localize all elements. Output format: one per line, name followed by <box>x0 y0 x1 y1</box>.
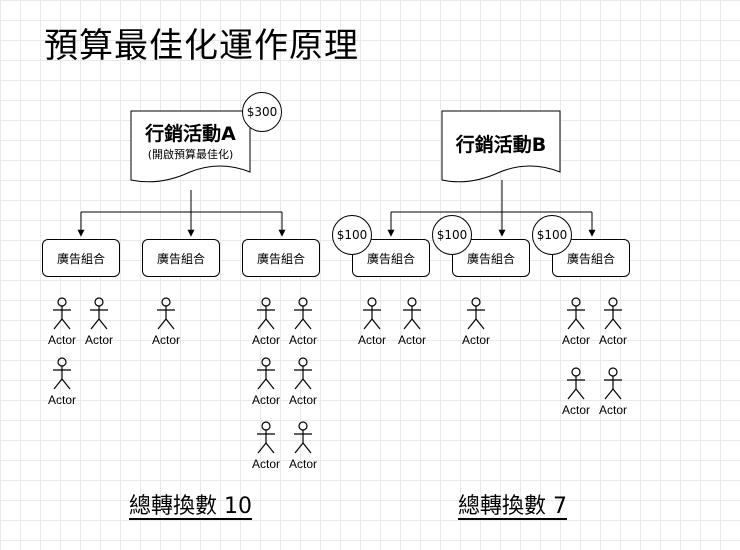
actor-figure: Actor <box>556 297 596 353</box>
campaign-a-adset-2: 廣告組合 <box>142 239 220 277</box>
campaign-a-label: 行銷活動A <box>145 123 236 145</box>
actor-label: Actor <box>461 333 490 347</box>
campaign-a-adset-1: 廣告組合 <box>42 239 120 277</box>
actor-figure: Actor <box>42 297 82 353</box>
actor-figure: Actor <box>392 297 432 353</box>
actor-label: Actor <box>84 333 113 347</box>
actor-figure: Actor <box>593 297 633 353</box>
actor-figure: Actor <box>246 357 286 413</box>
campaign-a-connectors <box>77 190 286 237</box>
actor-label: Actor <box>151 333 180 347</box>
campaign-b-shape <box>441 110 561 183</box>
actor-label: Actor <box>561 333 590 347</box>
campaign-b-label: 行銷活動B <box>455 134 547 156</box>
actor-figure: Actor <box>146 297 186 353</box>
campaign-b-connectors <box>387 180 596 237</box>
actor-label: Actor <box>598 403 627 417</box>
actor-label: Actor <box>561 403 590 417</box>
actor-label: Actor <box>288 393 317 407</box>
actor-figure: Actor <box>352 297 392 353</box>
campaign-a-sublabel: (開啟預算最佳化) <box>147 148 234 161</box>
campaign-a-adset-3: 廣告組合 <box>242 239 320 277</box>
actor-label: Actor <box>288 457 317 471</box>
campaign-b-adset-1-budget-badge: $100 <box>332 215 372 255</box>
actor-label: Actor <box>288 333 317 347</box>
actor-label: Actor <box>397 333 426 347</box>
actor-figure: Actor <box>42 357 82 413</box>
campaign-b-total-conversions: 總轉換數 7 <box>458 494 567 519</box>
campaign-b-adset-2: 廣告組合 <box>452 239 530 277</box>
actor-label: Actor <box>251 393 280 407</box>
actor-label: Actor <box>251 333 280 347</box>
actor-figure: Actor <box>79 297 119 353</box>
actor-label: Actor <box>357 333 386 347</box>
page-title: 預算最佳化運作原理 <box>44 26 359 66</box>
actor-label: Actor <box>47 393 76 407</box>
actor-label: Actor <box>251 457 280 471</box>
campaign-a-budget-badge: $300 <box>242 92 282 132</box>
campaign-a-total-conversions: 總轉換數 10 <box>129 494 252 519</box>
actor-figure: Actor <box>283 297 323 353</box>
actor-figure: Actor <box>246 421 286 477</box>
campaign-b-adset-3: 廣告組合 <box>552 239 630 277</box>
campaign-b-adset-2-budget-badge: $100 <box>432 215 472 255</box>
actor-figure: Actor <box>556 367 596 423</box>
actor-figure: Actor <box>283 357 323 413</box>
campaign-b-adset-3-budget-badge: $100 <box>532 215 572 255</box>
actor-label: Actor <box>598 333 627 347</box>
actor-label: Actor <box>47 333 76 347</box>
actor-figure: Actor <box>456 297 496 353</box>
actor-figure: Actor <box>593 367 633 423</box>
campaign-a-shape <box>130 110 251 183</box>
actor-figure: Actor <box>246 297 286 353</box>
actor-figure: Actor <box>283 421 323 477</box>
